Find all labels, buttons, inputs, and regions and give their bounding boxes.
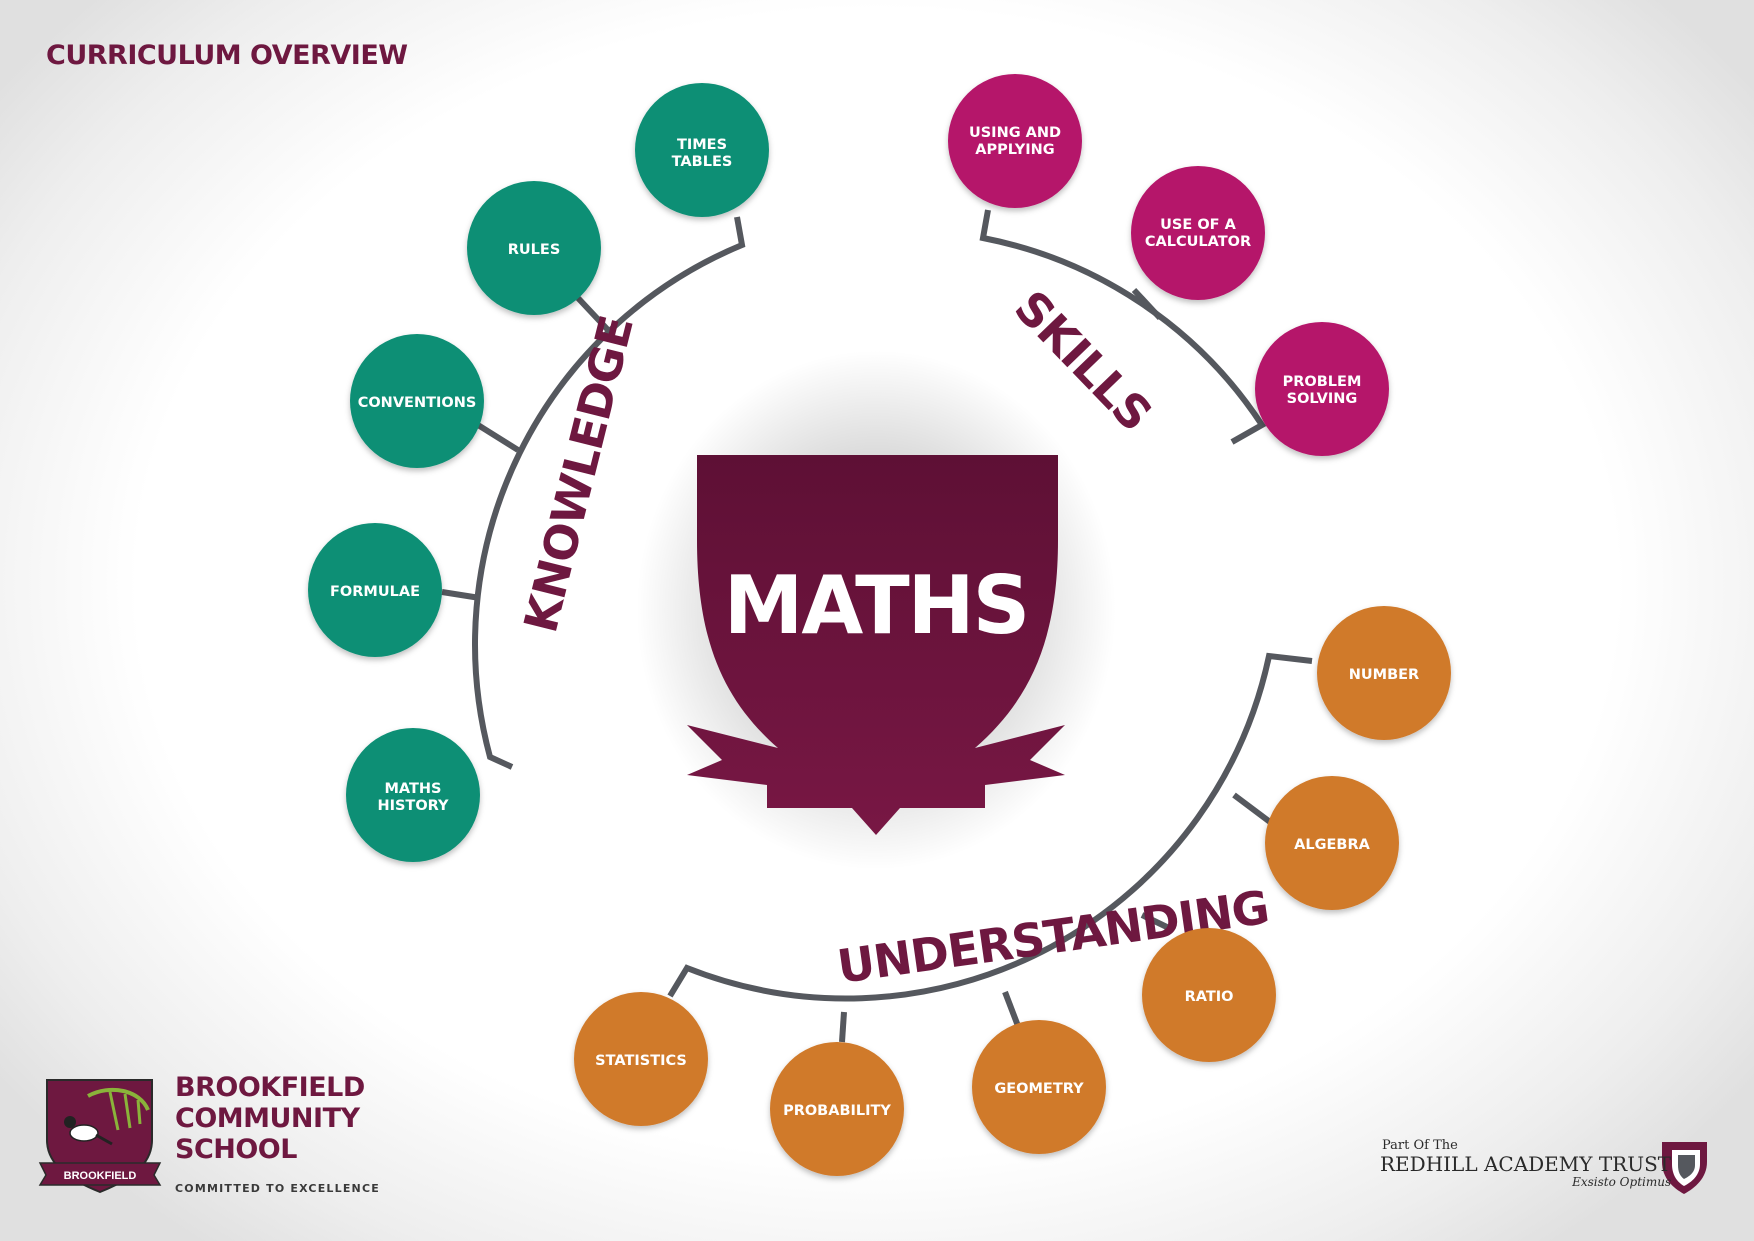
node-statistics[interactable]: STATISTICS [574,992,708,1126]
node-label: CONVENTIONS [358,395,477,411]
trust-branding: Part Of The REDHILL ACADEMY TRUST Exsist… [1380,1138,1671,1189]
node-label: TIMES [677,137,727,153]
school-name-line: SCHOOL [175,1134,297,1165]
connector-lines [441,209,1313,1043]
node-label: RULES [508,242,561,258]
understanding-nodes: NUMBER ALGEBRA RATIO GEOMETRY PROBABILIT… [574,606,1451,1176]
node-label: USE OF A [1160,217,1236,233]
node-label: CALCULATOR [1145,234,1251,250]
trust-motto: Exsisto Optimus [1572,1175,1672,1189]
crest-text: BROOKFIELD [64,1170,137,1182]
subject-shield: MATHS [636,350,1116,870]
node-label: PROBLEM [1283,374,1362,390]
node-formulae[interactable]: FORMULAE [308,523,442,657]
node-ratio[interactable]: RATIO [1142,928,1276,1062]
node-geometry[interactable]: GEOMETRY [972,1020,1106,1154]
node-algebra[interactable]: ALGEBRA [1265,776,1399,910]
node-number[interactable]: NUMBER [1317,606,1451,740]
school-name-line: BROOKFIELD [175,1072,365,1103]
subject-title: MATHS [724,559,1028,652]
page-title: CURRICULUM OVERVIEW [46,40,408,71]
node-label: USING AND [969,125,1061,141]
node-label: RATIO [1185,989,1234,1005]
trust-shield-logo [1662,1142,1707,1194]
school-name: BROOKFIELD COMMUNITY SCHOOL [175,1072,405,1165]
node-label: NUMBER [1349,667,1419,683]
node-conventions[interactable]: CONVENTIONS [350,334,484,468]
trust-part-of: Part Of The [1382,1138,1458,1153]
knowledge-group-label: KNOWLEDGE [513,311,644,638]
node-label: ALGEBRA [1294,837,1370,853]
node-rules[interactable]: RULES [467,181,601,315]
school-motto: COMMITTED TO EXCELLENCE [175,1182,380,1195]
svg-text:KNOWLEDGE: KNOWLEDGE [513,311,644,638]
node-label: STATISTICS [595,1053,687,1069]
node-label: FORMULAE [330,584,420,600]
node-label: APPLYING [975,142,1054,158]
node-probability[interactable]: PROBABILITY [770,1042,904,1176]
node-label: MATHS [385,781,442,797]
trust-name: REDHILL ACADEMY TRUST [1380,1152,1672,1176]
node-label: GEOMETRY [994,1081,1084,1097]
school-crest-logo: BROOKFIELD [38,1079,162,1194]
node-label: SOLVING [1287,391,1358,407]
node-label: TABLES [672,154,733,170]
school-name-line: COMMUNITY [175,1103,360,1134]
node-label: HISTORY [377,798,449,814]
node-label: PROBABILITY [783,1103,891,1119]
